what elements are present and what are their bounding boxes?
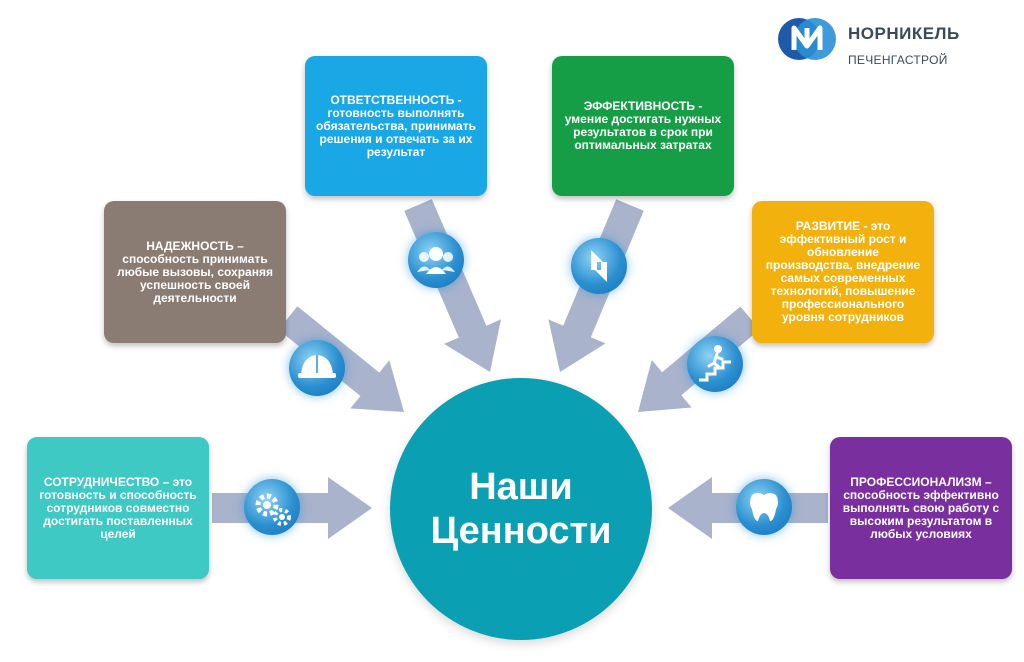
- value-card-development: РАЗВИТИЕ - это эффективный рост и обновл…: [752, 201, 934, 343]
- value-term: СОТРУДНИЧЕСТВО – это: [43, 474, 193, 489]
- value-term: ЭФФЕКТИВНОСТЬ -: [583, 99, 703, 113]
- logo-subtitle: ПЕЧЕНГАСТРОЙ: [848, 53, 948, 67]
- center-circle: Наши Ценности: [390, 378, 652, 640]
- exchange-arrows-icon: [571, 238, 627, 294]
- value-term: РАЗВИТИЕ - это: [795, 219, 891, 233]
- logo-mark-icon: [778, 18, 836, 60]
- value-description: готовность и способность сотрудников сов…: [39, 487, 197, 541]
- value-term: ОТВЕТСТВЕННОСТЬ -: [330, 92, 462, 107]
- stairs-climb-icon: [687, 336, 743, 392]
- team-icon: [408, 232, 464, 288]
- hard-hat-icon: [289, 340, 345, 396]
- value-description: способность принимать любые вызовы, сохр…: [117, 251, 273, 305]
- value-card-professionalism: ПРОФЕССИОНАЛИЗМ – способность эффективно…: [830, 437, 1012, 579]
- value-card-reliability: НАДЕЖНОСТЬ – способность принимать любые…: [104, 201, 286, 343]
- value-description: способность эффективно выполнять свою ра…: [842, 487, 1000, 541]
- company-logo: НОРНИКЕЛЬ ПЕЧЕНГАСТРОЙ: [776, 16, 1006, 76]
- value-card-efficiency: ЭФФЕКТИВНОСТЬ - умение достигать нужных …: [552, 56, 734, 196]
- value-term: ПРОФЕССИОНАЛИЗМ –: [850, 474, 992, 489]
- center-title: Наши Ценности: [430, 466, 612, 552]
- value-card-cooperation: СОТРУДНИЧЕСТВО – это готовность и способ…: [27, 437, 209, 579]
- tooth-icon: [736, 479, 792, 535]
- value-term: НАДЕЖНОСТЬ –: [146, 238, 244, 253]
- value-description: эффективный рост и обновление производст…: [765, 232, 921, 324]
- logo-name: НОРНИКЕЛЬ: [848, 24, 960, 43]
- value-description: готовность выполнять обязательства, прин…: [316, 105, 476, 159]
- value-description: умение достигать нужных результатов в ср…: [564, 112, 722, 152]
- value-card-responsibility: ОТВЕТСТВЕННОСТЬ - готовность выполнять о…: [305, 56, 487, 196]
- gears-icon: [244, 479, 300, 535]
